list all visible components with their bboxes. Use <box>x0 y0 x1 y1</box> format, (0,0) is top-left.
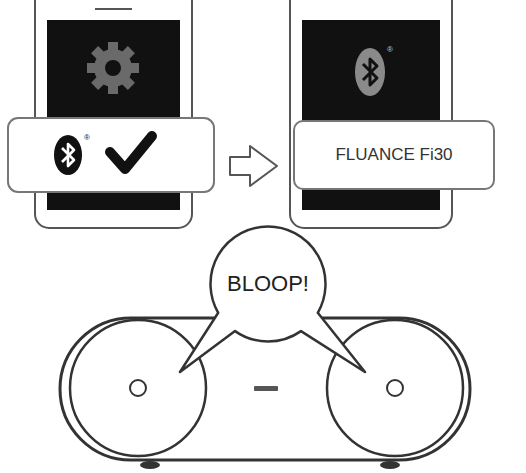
registered-mark: ® <box>84 134 90 142</box>
bluetooth-on-popup <box>8 118 214 192</box>
speech-bubble: BLOOP! <box>209 225 327 343</box>
gear-icon <box>87 42 139 94</box>
bubble-shape <box>180 226 365 372</box>
right-phone <box>290 0 452 228</box>
node-text: BLOOP! <box>227 271 309 297</box>
left-phone <box>35 0 192 228</box>
node-text: FLUANCE Fi30 <box>335 145 452 165</box>
device-name-box: FLUANCE Fi30 <box>293 120 495 190</box>
step-arrow <box>230 146 277 186</box>
registered-mark: ® <box>387 46 393 54</box>
